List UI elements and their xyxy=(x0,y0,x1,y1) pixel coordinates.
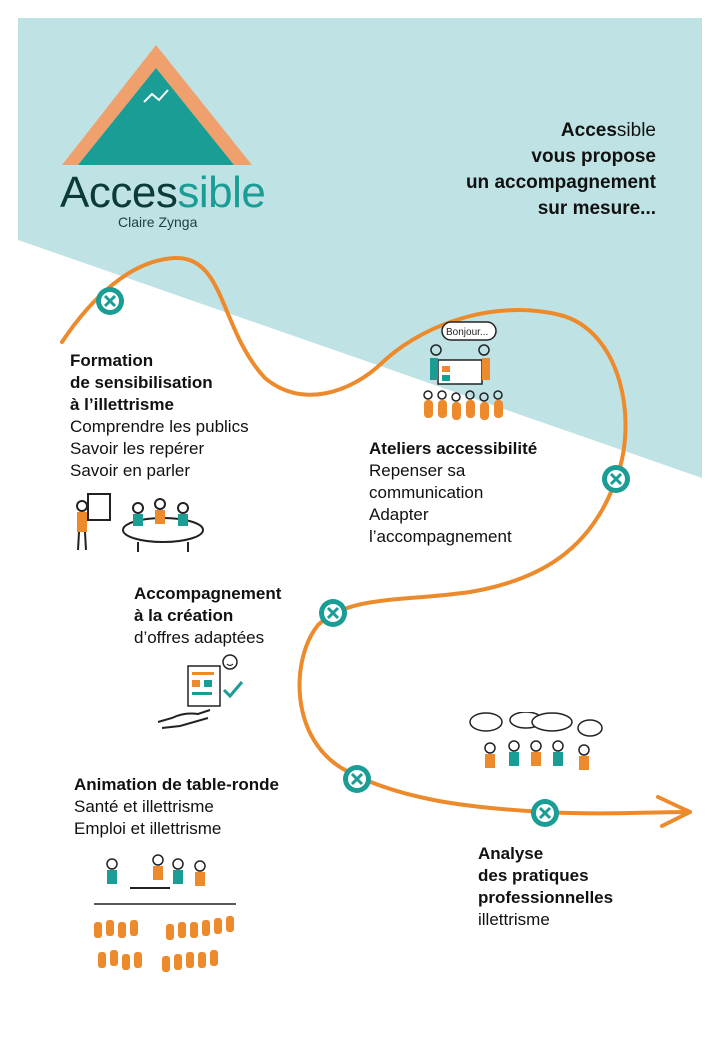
path-arrow-head xyxy=(656,795,692,828)
speech-bubble-text: Bonjour... xyxy=(446,327,488,338)
logo-owner: Claire Zynga xyxy=(118,214,198,230)
roundtable-illustration-icon xyxy=(94,854,236,972)
x-circle-icon xyxy=(602,465,630,493)
step-formation: Formation de sensibilisation à l’illettr… xyxy=(70,351,249,480)
offer-creation-illustration-icon xyxy=(157,654,244,729)
logo-icon xyxy=(62,45,252,165)
x-circle-icon xyxy=(319,599,347,627)
tagline: Accessible vous propose un accompagnemen… xyxy=(465,120,656,219)
analysis-illustration-icon xyxy=(469,712,603,770)
step-creation: Accompagnement à la création d’offres ad… xyxy=(134,584,282,647)
workshop-illustration-icon: Bonjour... xyxy=(423,321,503,420)
logo-wordmark: Accessible xyxy=(60,168,266,217)
step-table-ronde: Animation de table-ronde Santé et illett… xyxy=(74,775,279,838)
diagonal-band xyxy=(18,240,702,478)
step-ateliers: Ateliers accessibilité Repenser sa commu… xyxy=(369,439,538,546)
step-analyse: Analyse des pratiques professionnelles i… xyxy=(478,844,614,929)
x-circle-icon xyxy=(96,287,124,315)
x-circle-icon xyxy=(343,765,371,793)
training-illustration-icon xyxy=(76,493,204,552)
x-circle-icon xyxy=(531,799,559,827)
